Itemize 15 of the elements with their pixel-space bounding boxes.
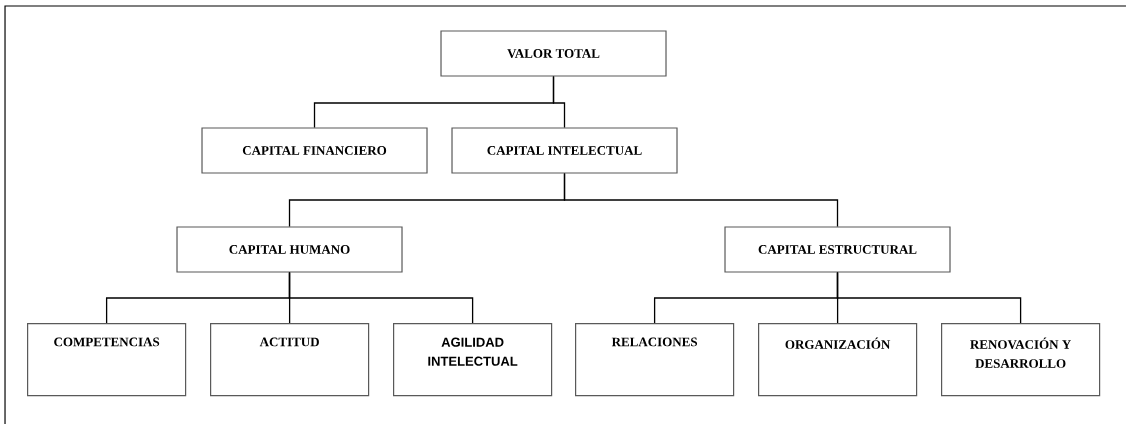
connector-line (552, 75, 566, 129)
connector-line (288, 271, 474, 324)
connector-line (836, 271, 1022, 324)
category-box: RELACIONES (575, 323, 735, 397)
concept-box: CAPITAL INTELECTUAL (451, 127, 678, 174)
category-box: RENOVACIÓN Y DESARROLLO (941, 323, 1101, 397)
category-box: ORGANIZACIÓN (758, 323, 918, 397)
category-box: COMPETENCIAS (27, 323, 187, 397)
concept-box: CAPITAL HUMANO (176, 226, 403, 273)
concept-box: CAPITAL FINANCIERO (201, 127, 428, 174)
concept-box: CAPITAL ESTRUCTURAL (724, 226, 951, 273)
concept-box: VALOR TOTAL (440, 30, 667, 77)
category-box: ACTITUD (210, 323, 370, 397)
category-box: AGILIDAD INTELECTUAL (393, 323, 553, 397)
connector-line (563, 172, 839, 228)
